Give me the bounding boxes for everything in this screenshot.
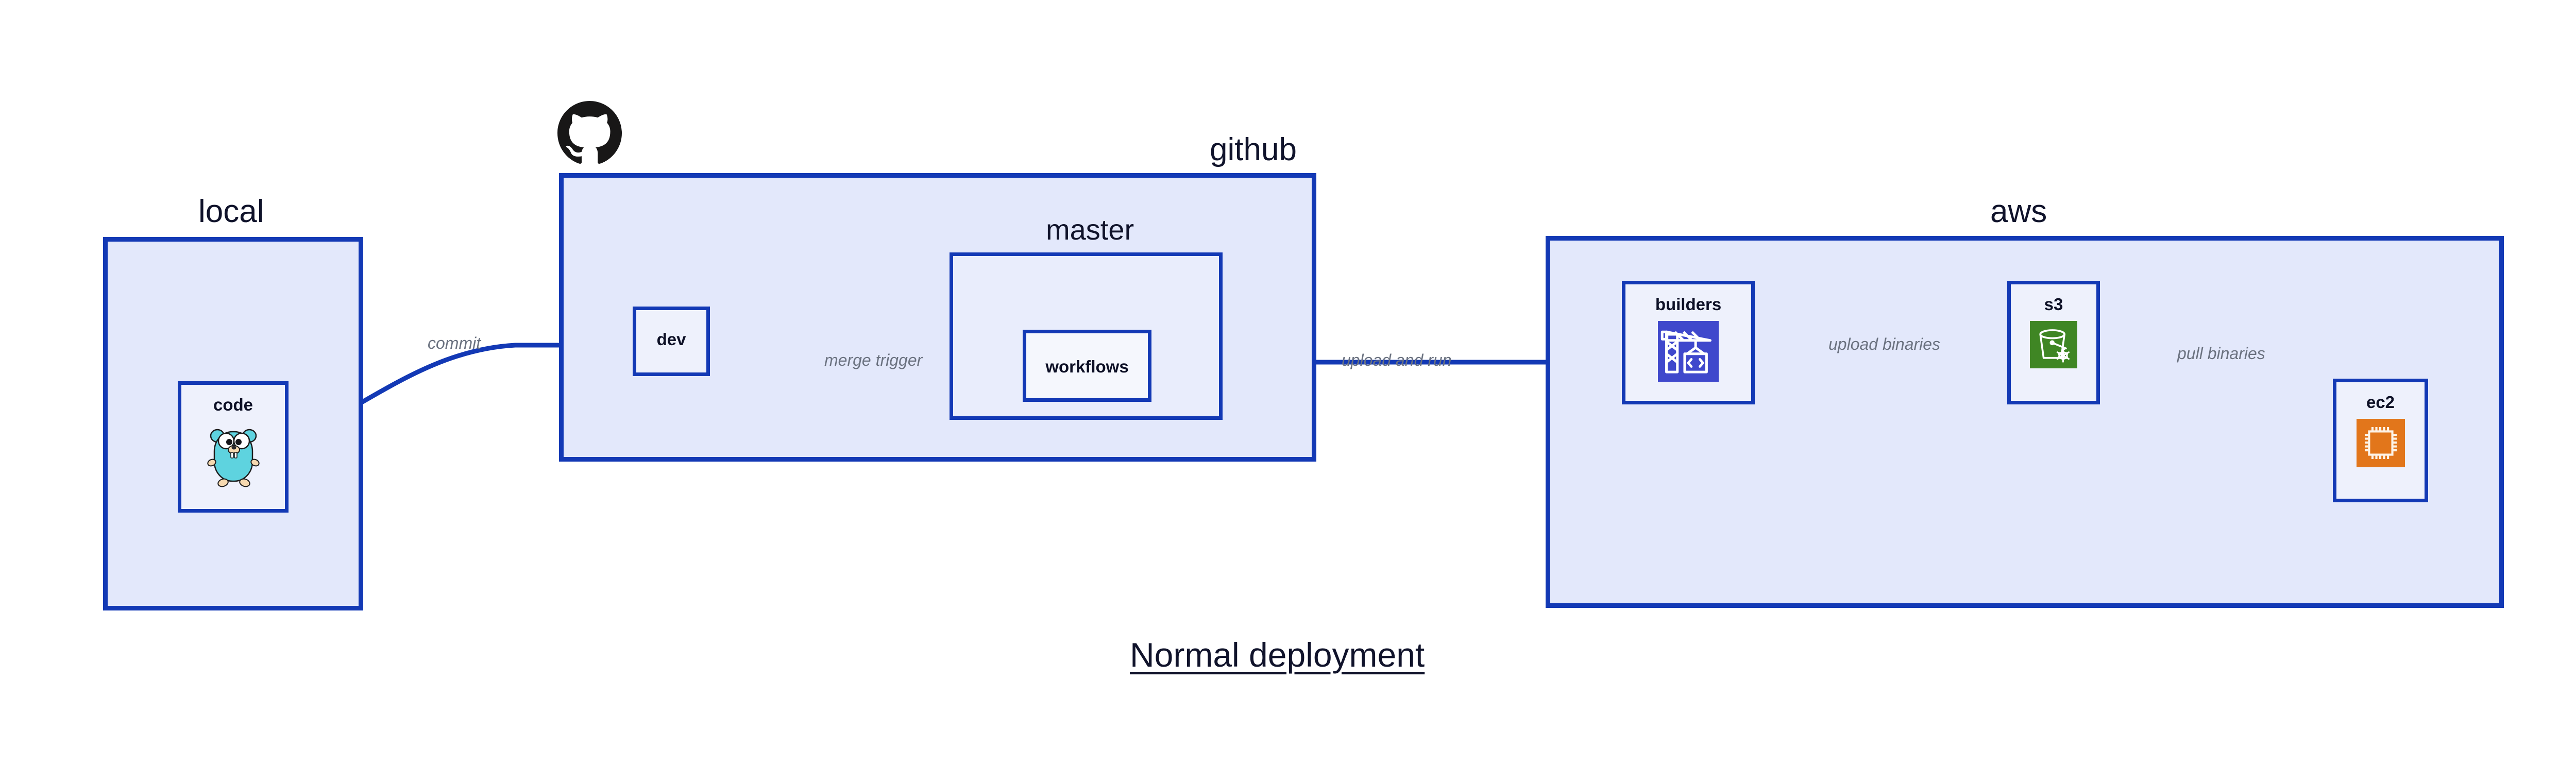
aws-ec2-icon [2356, 419, 2405, 470]
aws-codebuild-icon [1658, 321, 1719, 384]
node-dev[interactable]: dev [633, 307, 710, 376]
cluster-label-master: master [1046, 213, 1134, 246]
edge-label-commit: commit [428, 334, 481, 352]
cluster-label-local: local [198, 194, 264, 229]
edge-label-merge-trigger: merge trigger [822, 352, 925, 368]
aws-s3-glacier-icon [2030, 321, 2077, 371]
edge-label-upload-binaries: upload binaries [1826, 336, 1943, 352]
node-label-dev: dev [656, 330, 686, 349]
node-label-ec2: ec2 [2366, 393, 2395, 412]
node-builders[interactable]: builders [1622, 281, 1755, 404]
edge-label-upload-and-run: upload and run [1342, 351, 1452, 369]
node-label-workflows: workflows [1045, 357, 1129, 376]
go-gopher-icon [205, 421, 262, 490]
node-label-s3: s3 [2044, 295, 2063, 314]
node-workflows[interactable]: workflows [1023, 330, 1151, 402]
edge-label-pull-binaries: pull binaries [2175, 345, 2267, 362]
github-octocat-icon [557, 101, 622, 168]
cluster-label-github: github [1210, 132, 1297, 167]
node-s3[interactable]: s3 [2007, 281, 2100, 404]
diagram-title: Normal deployment [1130, 636, 1425, 674]
node-ec2[interactable]: ec2 [2333, 379, 2428, 502]
node-label-code: code [213, 395, 253, 414]
cluster-label-aws: aws [1990, 194, 2047, 229]
node-code[interactable]: code [178, 381, 289, 513]
node-label-builders: builders [1655, 295, 1722, 314]
